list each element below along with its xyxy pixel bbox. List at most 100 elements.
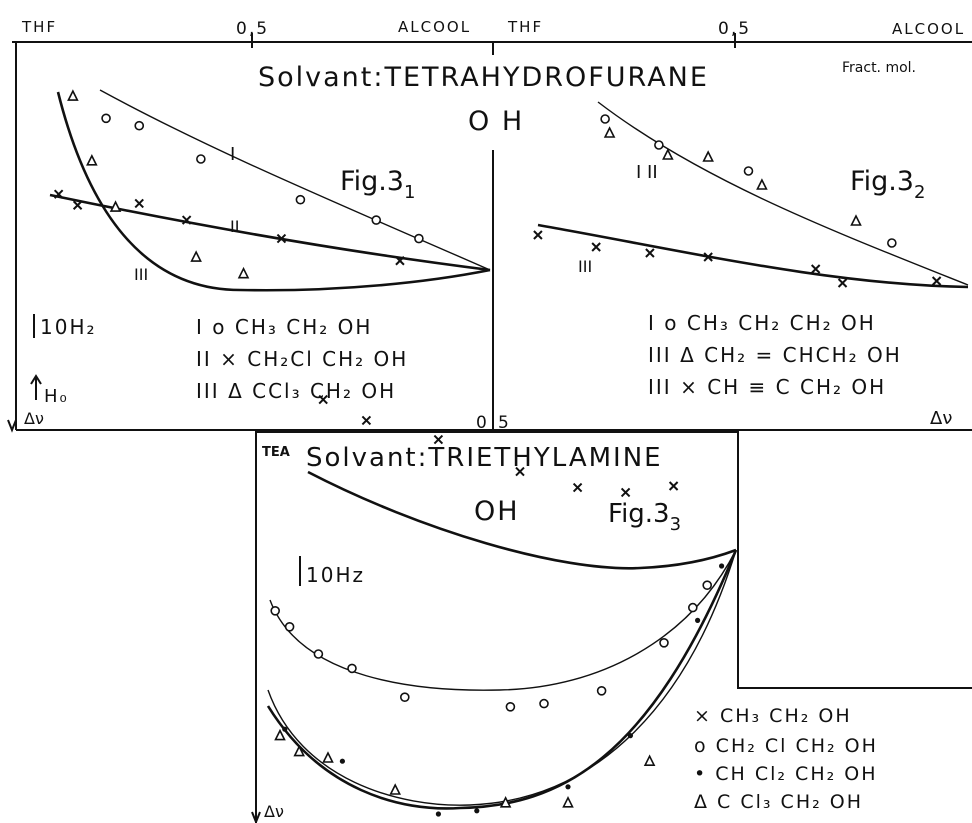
point-fig3-s1-6: [668, 481, 679, 491]
point-fig3-s1-4: [572, 482, 583, 493]
point-fig1-s1-4: [371, 215, 382, 225]
point-fig3-s4-2: [322, 751, 334, 763]
curve-fig2-I: [597, 101, 969, 286]
point-fig2-s3-1: [591, 242, 601, 252]
axis-half-right: 0,5: [718, 19, 751, 39]
legend-fig1: I o CH₃ CH₂ OH II × CH₂Cl CH₂ OH III Δ C…: [196, 315, 408, 403]
point-fig1-s1-0: [101, 113, 111, 124]
bottom-panel-frame: [255, 431, 972, 823]
data-markers: [53, 89, 942, 817]
point-fig2-s1-1: [654, 140, 664, 150]
solvent-title-thf: Solvant:TETRAHYDROFURANE: [258, 62, 709, 93]
oh-label-bottom: OH: [474, 496, 520, 527]
point-fig1-s2-0: [53, 189, 64, 199]
point-fig1-s1-3: [295, 194, 306, 205]
point-fig3-s3-6: [627, 733, 634, 739]
legend-2-row-1: I o CH₃ CH₂ CH₂ OH: [648, 311, 876, 335]
ref-label: H₀: [44, 386, 69, 407]
curve-label-2-I-II: I II: [636, 162, 658, 183]
curve-fig1-I: [99, 89, 491, 271]
legend-1-row-2: II × CH₂Cl CH₂ OH: [196, 347, 408, 371]
legend-fig3: × CH₃ CH₂ OH o CH₂ Cl CH₂ OH • CH Cl₂ CH…: [694, 705, 878, 813]
point-fig2-s3-3: [703, 252, 713, 262]
delta-arrow-left: [7, 419, 17, 433]
curve-label-1-I: I: [230, 144, 235, 165]
scale-label-bottom: 10Hz: [306, 563, 365, 587]
fig1-label: Fig.31: [340, 166, 415, 203]
point-fig3-s3-3: [435, 811, 441, 817]
axis-thf-right: THF: [507, 18, 543, 36]
point-fig3-s2-3: [347, 663, 357, 674]
point-fig3-s2-2: [313, 649, 324, 659]
point-fig3-s4-3: [389, 783, 401, 795]
point-fig1-s2-3: [181, 215, 192, 225]
legend-3-row-4: Δ C Cl₃ CH₂ OH: [694, 791, 863, 813]
point-fig3-s1-5: [620, 487, 631, 498]
legend-3-row-1: × CH₃ CH₂ OH: [694, 705, 852, 727]
bottom-tick-5: 5: [498, 413, 509, 433]
bottom-tick-0: 0: [476, 413, 487, 433]
point-fig3-s1-2: [433, 434, 444, 445]
point-fig3-s4-4: [499, 796, 512, 808]
fract-mol-label: Fract. mol.: [842, 60, 916, 76]
point-fig1-s2-2: [134, 198, 144, 209]
curve-label-1-II: II: [230, 217, 239, 236]
point-fig2-s2-4: [850, 214, 862, 226]
point-fig1-s3-1: [86, 154, 98, 166]
axis-thf-left: THF: [21, 18, 57, 36]
point-fig2-s3-2: [645, 248, 655, 258]
point-fig2-s2-2: [702, 150, 714, 162]
delta-left-label: Δν: [24, 409, 44, 428]
curve-fig3-ccl3: [266, 549, 738, 810]
point-fig2-s1-3: [887, 238, 897, 248]
point-fig3-s4-1: [293, 744, 305, 757]
legend-2-row-2: III Δ CH₂ = CHCH₂ OH: [648, 343, 902, 367]
point-fig1-s3-0: [67, 89, 79, 101]
point-fig1-s1-2: [196, 154, 206, 164]
point-fig3-s4-6: [643, 754, 656, 767]
point-fig3-s1-0: [318, 394, 328, 405]
legend-3-row-2: o CH₂ Cl CH₂ OH: [694, 735, 878, 757]
fig2-label: Fig.32: [850, 166, 925, 203]
point-fig2-s2-3: [756, 178, 768, 190]
point-fig1-s1-5: [414, 233, 424, 244]
point-fig1-s2-4: [276, 233, 287, 244]
oh-label-top: O H: [468, 106, 524, 137]
point-fig3-s2-0: [270, 605, 281, 616]
curve-fig3-ch3: [307, 470, 737, 570]
legend-1-row-3: III Δ CCl₃ CH₂ OH: [196, 379, 396, 403]
point-fig1-s3-3: [190, 250, 202, 262]
point-fig2-s2-0: [603, 126, 616, 138]
point-fig3-s3-1: [339, 758, 345, 764]
curve-fig1-III: [56, 91, 491, 292]
point-fig3-s2-10: [702, 580, 713, 591]
point-fig2-s3-6: [931, 276, 942, 286]
point-fig1-s2-1: [72, 200, 83, 210]
point-fig2-s1-0: [600, 114, 610, 124]
point-fig3-s3-7: [695, 617, 701, 624]
point-fig3-s4-5: [562, 796, 574, 808]
point-fig3-s2-4: [399, 692, 410, 703]
fig3-sub: 3: [670, 514, 681, 535]
point-fig3-s3-8: [719, 563, 725, 569]
point-fig1-s2-5: [395, 256, 405, 266]
point-fig1-s3-2: [109, 200, 122, 212]
axis-alcool-left: ALCOOL: [398, 18, 471, 36]
point-fig3-s3-5: [565, 784, 571, 790]
legend-1-row-1: I o CH₃ CH₂ OH: [196, 315, 372, 339]
solvent-title-tea: Solvant:TRIETHYLAMINE: [306, 443, 663, 473]
point-fig3-s2-6: [539, 698, 549, 709]
ref-arrow-head: [30, 374, 42, 385]
delta-bottom-label: Δν: [264, 802, 284, 821]
point-fig2-s3-4: [810, 264, 821, 274]
point-fig2-s2-1: [662, 148, 674, 160]
point-fig3-s4-0: [274, 728, 286, 741]
point-fig3-s2-5: [505, 701, 516, 712]
fig2-sub: 2: [914, 182, 925, 203]
point-fig2-s3-0: [533, 230, 543, 240]
point-fig1-s1-1: [134, 120, 145, 131]
point-fig3-s1-3: [515, 466, 525, 477]
legend-fig2: I o CH₃ CH₂ CH₂ OH III Δ CH₂ = CHCH₂ OH …: [648, 311, 902, 399]
fig1-sub: 1: [404, 182, 415, 203]
